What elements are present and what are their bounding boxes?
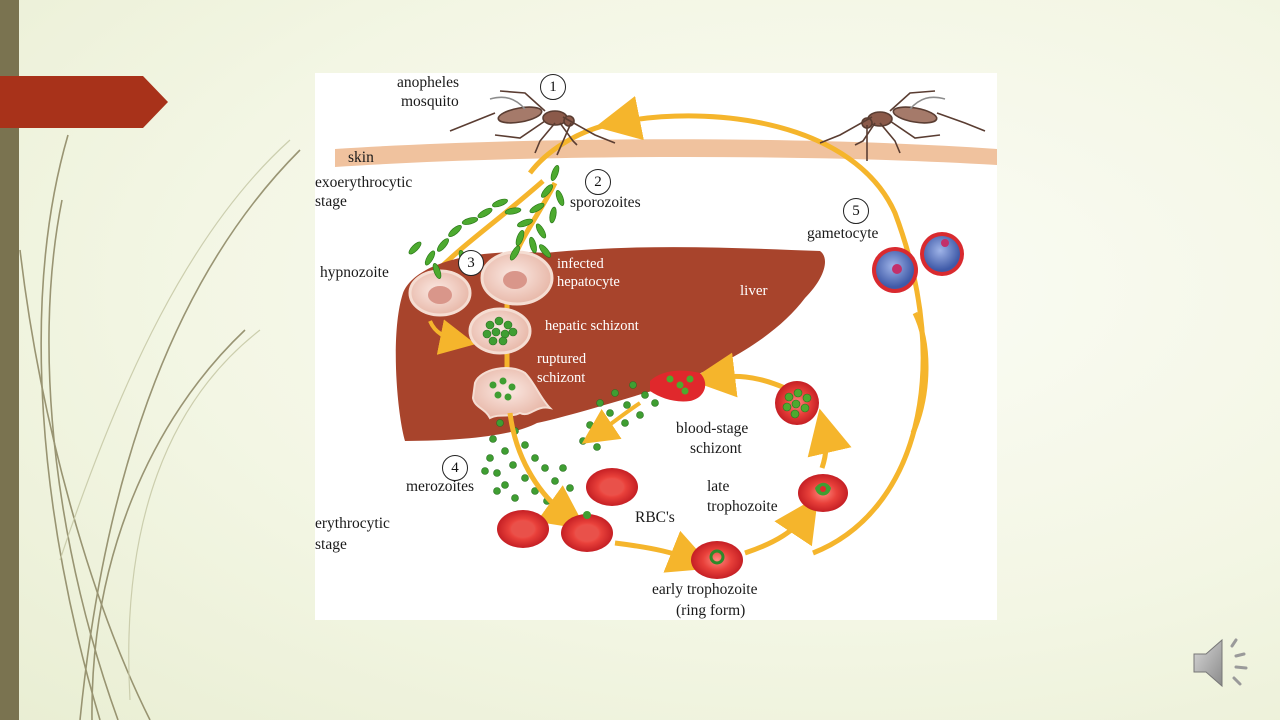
label-gametocyte: gametocyte (807, 225, 879, 242)
title-accent-tab (0, 76, 168, 128)
label-exo-stage: stage (315, 193, 347, 210)
decorative-curves (19, 134, 301, 720)
malaria-lifecycle-diagram: anopheles mosquito skin exoerythrocytic … (315, 73, 997, 620)
gametocytes (872, 232, 964, 293)
mosquito-right (819, 90, 986, 161)
label-hepatocyte: hepatocyte (557, 274, 620, 290)
label-skin: skin (348, 149, 374, 166)
label-blood-stage: blood-stage (676, 420, 749, 437)
label-late: late (707, 478, 730, 495)
label-erythrocytic-stage: stage (315, 536, 347, 553)
speaker-icon[interactable] (1190, 632, 1256, 694)
step-number-3: 3 (458, 250, 484, 276)
label-infected: infected (557, 256, 604, 272)
lifecycle-arrow-top (528, 120, 616, 175)
label-sporozoites: sporozoites (570, 194, 641, 211)
red-blood-cells (497, 370, 848, 579)
step-number-5: 5 (843, 198, 869, 224)
label-ring-form: (ring form) (676, 602, 746, 619)
step-number-1: 1 (540, 74, 566, 100)
lifecycle-arrow-outer (595, 96, 926, 556)
label-late-trophozoite: trophozoite (707, 498, 778, 515)
label-exoerythrocytic: exoerythrocytic (315, 174, 413, 191)
step-number-2: 2 (585, 169, 611, 195)
merozoite-stream (481, 381, 667, 505)
label-liver: liver (740, 283, 768, 299)
slide-side-bar (0, 0, 19, 720)
label-hepatic-schizont: hepatic schizont (545, 318, 639, 334)
label-merozoites: merozoites (406, 478, 475, 495)
label-hypnozoite: hypnozoite (320, 264, 389, 281)
ruptured-schizont-cell (471, 367, 554, 420)
mosquito-left (449, 90, 616, 156)
step-number-4: 4 (442, 455, 468, 481)
label-erythrocytic: erythrocytic (315, 515, 390, 532)
label-anopheles: anopheles (397, 74, 459, 91)
label-blood-schizont: schizont (690, 440, 742, 457)
skin-layer (335, 139, 997, 167)
label-early-trophozoite: early trophozoite (652, 581, 758, 598)
label-ruptured: ruptured (537, 351, 587, 367)
label-rbcs: RBC's (635, 509, 675, 526)
label-ruptured-schizont: schizont (537, 370, 586, 386)
sporozoite-cluster (408, 165, 565, 279)
label-mosquito: mosquito (401, 93, 459, 110)
